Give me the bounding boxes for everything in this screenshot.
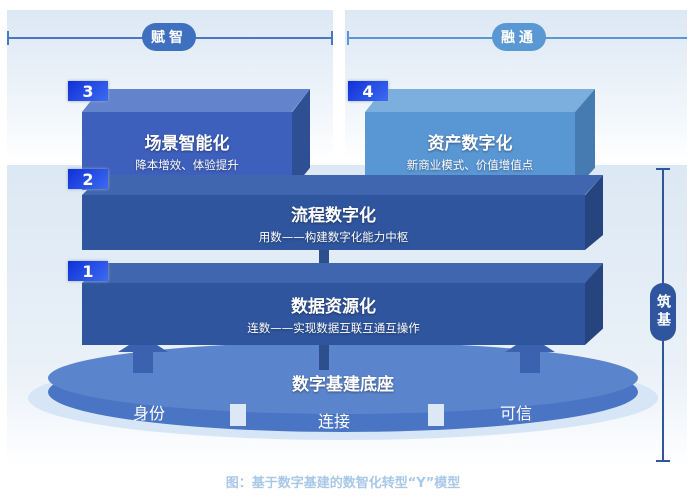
- block-4-title: 资产数字化: [427, 134, 513, 154]
- block-3-title: 场景智能化: [144, 134, 230, 154]
- pillar-trust: 可信: [500, 404, 533, 423]
- block-4-top: [365, 89, 595, 112]
- block-2-side: [585, 175, 603, 250]
- block-1-title: 数据资源化: [291, 297, 376, 317]
- block-3-subtitle: 降本增效、体验提升: [135, 158, 239, 172]
- block-3-top: [82, 89, 310, 112]
- block-2-subtitle: 用数——构建数字化能力中枢: [258, 229, 409, 244]
- block-3-badge: 3: [68, 81, 108, 101]
- base-title: 数字基建底座: [292, 375, 394, 395]
- pillar-connection: 连接: [318, 412, 351, 431]
- block-1-top: [82, 263, 603, 283]
- label-zhuji: 筑基: [650, 283, 676, 341]
- block-1-subtitle: 连数——实现数据互联互通互操作: [247, 321, 420, 335]
- left-scale-tick: [7, 31, 9, 45]
- block-3-side: [292, 89, 310, 190]
- side-scale-tick: [656, 460, 670, 462]
- right-scale-tick: [347, 31, 349, 45]
- block-1-front: 数据资源化 连数——实现数据互联互通互操作: [82, 283, 585, 345]
- block-2-top: [82, 175, 603, 195]
- block-4-badge: 4: [348, 81, 388, 101]
- block-4-subtitle: 新商业模式、价值增值点: [406, 158, 534, 172]
- side-scale-tick: [656, 168, 670, 170]
- block-4-side: [575, 89, 595, 190]
- block-2-title: 流程数字化: [291, 205, 376, 226]
- pillar-identity: 身份: [133, 404, 166, 423]
- block-1-side: [585, 263, 603, 345]
- label-fuzhi: 赋智: [142, 23, 196, 51]
- caption: 图：基于数字基建的数智化转型“Y”模型: [225, 476, 461, 491]
- label-rongtong: 融通: [492, 23, 546, 51]
- block-2-badge: 2: [68, 169, 108, 189]
- block-2-front: 流程数字化 用数——构建数字化能力中枢: [82, 195, 585, 250]
- left-scale-tick: [331, 31, 333, 45]
- block-1-badge: 1: [68, 261, 108, 281]
